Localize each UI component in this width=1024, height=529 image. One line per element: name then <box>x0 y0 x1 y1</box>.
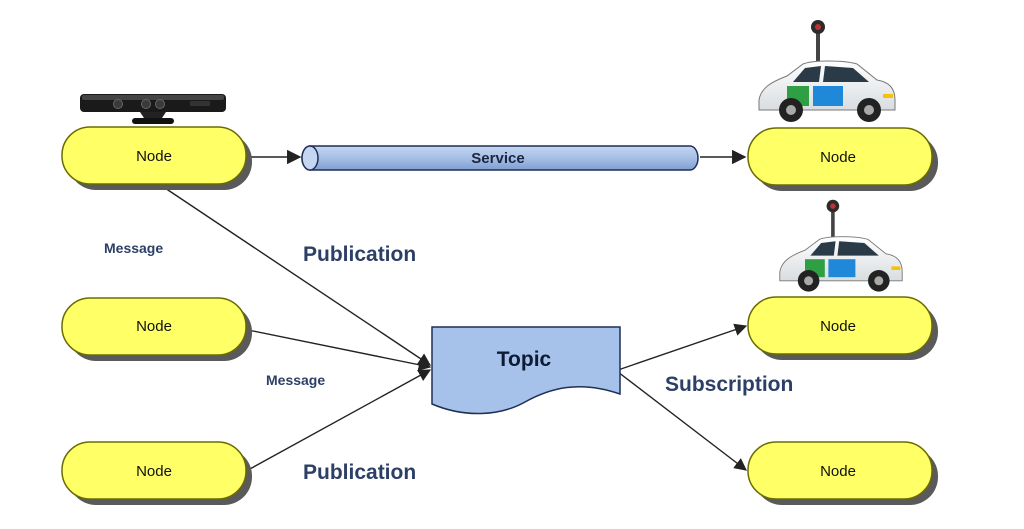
arrow-topic-to-bottom-node <box>617 371 748 471</box>
node-left-middle: Node <box>61 297 252 361</box>
subscription-label: Subscription <box>665 373 793 396</box>
node-right-bottom: Node <box>747 441 938 505</box>
arrow-top-node-to-topic <box>164 187 432 366</box>
node-left-top: Node <box>61 126 252 190</box>
node-label: Node <box>820 149 856 166</box>
node-label: Node <box>820 318 856 335</box>
connections <box>164 149 748 471</box>
topic-label: Topic <box>497 348 552 371</box>
publication-label-top: Publication <box>303 243 416 266</box>
publication-label-bottom: Publication <box>303 461 416 484</box>
arrow-topic-to-middle-node <box>617 323 748 371</box>
kinect-sensor-icon <box>80 94 226 124</box>
node-label: Node <box>136 148 172 165</box>
node-label: Node <box>820 463 856 480</box>
node-label: Node <box>136 463 172 480</box>
arrow-bottom-node-to-topic <box>247 369 432 471</box>
arrow-middle-node-to-topic <box>247 329 432 371</box>
message-label-middle: Message <box>266 372 325 388</box>
street-view-car-icon <box>758 20 896 122</box>
node-right-top: Node <box>747 127 938 191</box>
node-label: Node <box>136 318 172 335</box>
message-label-top: Message <box>104 240 163 256</box>
street-view-car-icon <box>779 199 903 292</box>
node-right-middle: Node <box>747 296 938 360</box>
service-label: Service <box>471 150 524 167</box>
topic-shape: Topic <box>431 326 621 415</box>
node-left-bottom: Node <box>61 441 252 505</box>
service-pipe: Service <box>301 145 699 171</box>
